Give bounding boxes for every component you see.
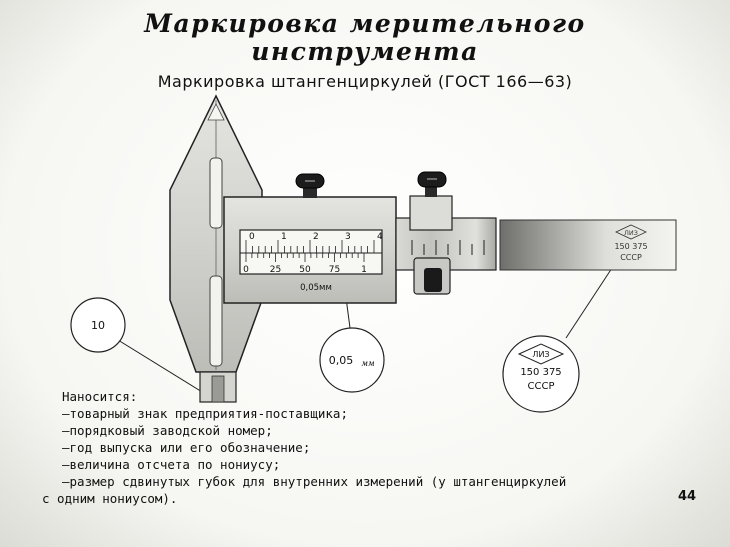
callout-reading: 0,05 мм <box>319 327 385 393</box>
fine-adjust-clamp <box>409 171 453 295</box>
vernier-scale-label: 0 <box>243 265 249 275</box>
callout-reading-value: 0,05 <box>329 354 354 367</box>
slide-title-line1: Маркировка мерительного <box>144 9 586 38</box>
notes-item: —порядковый заводской номер; <box>62 423 273 438</box>
callout-brand-number: 150 375 <box>520 367 561 378</box>
notes-item: —год выпуска или его обозначение; <box>62 440 311 455</box>
callout-jaw-size-text: 10 <box>91 319 105 332</box>
vernier-scale-label: 75 <box>329 265 340 275</box>
main-scale-label: 3 <box>345 232 351 242</box>
callout-reading-unit: мм <box>361 359 375 368</box>
callout-brand: ЛИЗ 150 375 СССР <box>502 335 580 413</box>
vernier-scale-label: 50 <box>299 265 311 275</box>
notes-item: —размер сдвинутых губок для внутренних и… <box>62 474 567 489</box>
vernier-scale: 0 1 2 3 4 0 25 50 75 1 0,05мм <box>239 229 383 293</box>
callout-brand-country: СССР <box>528 381 555 392</box>
slide-title-line2: инструмента <box>251 37 479 66</box>
notes-continuation: с одним нониусом). <box>42 491 178 506</box>
main-scale-label: 1 <box>281 232 287 242</box>
slide-subtitle: Маркировка штангенциркулей (ГОСТ 166—63) <box>157 72 573 91</box>
page-number: 44 <box>678 489 697 504</box>
marking-notes: Наносится: —товарный знак предприятия-по… <box>42 388 652 507</box>
notes-heading: Наносится: <box>62 389 138 404</box>
beam-brand-country: СССР <box>620 253 642 262</box>
notes-item: —величина отсчета по нониусу; <box>62 457 281 472</box>
vernier-scale-label: 1 <box>361 265 367 275</box>
callout-jaw-size: 10 <box>70 297 126 353</box>
scale-unit-label: 0,05мм <box>300 283 332 293</box>
vernier-scale-label: 25 <box>270 265 281 275</box>
main-scale-label: 4 <box>377 232 383 242</box>
main-scale-label: 2 <box>313 232 319 242</box>
beam-brand-number: 150 375 <box>614 242 647 251</box>
beam-brand-logo: ЛИЗ <box>624 229 638 237</box>
callout-brand-logo: ЛИЗ <box>532 350 549 359</box>
main-scale-label: 0 <box>249 232 255 242</box>
beam-brand-plate: ЛИЗ 150 375 СССР <box>614 224 648 262</box>
notes-item: —товарный знак предприятия-поставщика; <box>62 406 348 421</box>
